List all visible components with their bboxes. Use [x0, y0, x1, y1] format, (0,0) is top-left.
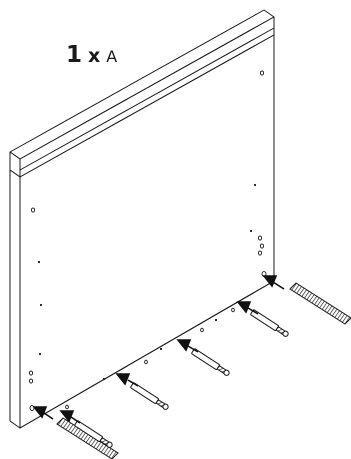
- hole: [231, 307, 235, 313]
- quantity-multiply: x: [88, 45, 101, 67]
- arrow-icon: [262, 275, 285, 290]
- quantity-label: 1 x A: [66, 44, 117, 67]
- pilot-hole: [214, 318, 218, 322]
- bolts: [74, 309, 289, 448]
- hole: [65, 404, 69, 410]
- panel-side-edge: [9, 169, 21, 429]
- arrow-icon: [236, 301, 259, 315]
- pilot-hole: [37, 260, 41, 264]
- part-letter: A: [106, 47, 118, 66]
- pilot-hole: [39, 303, 43, 307]
- hole: [257, 235, 263, 241]
- arrow-icon: [176, 339, 199, 353]
- panel-dots: [37, 183, 257, 381]
- arrow-icon: [59, 410, 81, 424]
- long-rod-right: [289, 282, 351, 325]
- hole: [257, 250, 263, 256]
- panel-a: [9, 9, 275, 429]
- hole: [28, 370, 34, 376]
- arrow-icon: [32, 406, 54, 420]
- quantity-count: 1: [66, 42, 83, 68]
- pilot-hole: [38, 352, 42, 356]
- panel-bottom-edge: [19, 280, 275, 429]
- pilot-hole: [253, 183, 257, 187]
- bolt: [74, 420, 113, 448]
- long-rod-left: [56, 417, 119, 459]
- rail-groove-line: [19, 27, 275, 171]
- arrows: [32, 275, 285, 424]
- bolt: [191, 348, 230, 376]
- pilot-hole: [249, 229, 253, 233]
- hole: [144, 359, 148, 365]
- hole: [259, 70, 265, 76]
- hole: [259, 243, 265, 249]
- arrow-icon: [115, 373, 139, 387]
- pilot-hole: [159, 347, 163, 351]
- bolt: [250, 309, 289, 337]
- bolt: [130, 382, 169, 410]
- hole: [28, 378, 34, 384]
- hole: [30, 207, 36, 213]
- pilot-hole: [102, 377, 106, 381]
- hole: [200, 327, 204, 333]
